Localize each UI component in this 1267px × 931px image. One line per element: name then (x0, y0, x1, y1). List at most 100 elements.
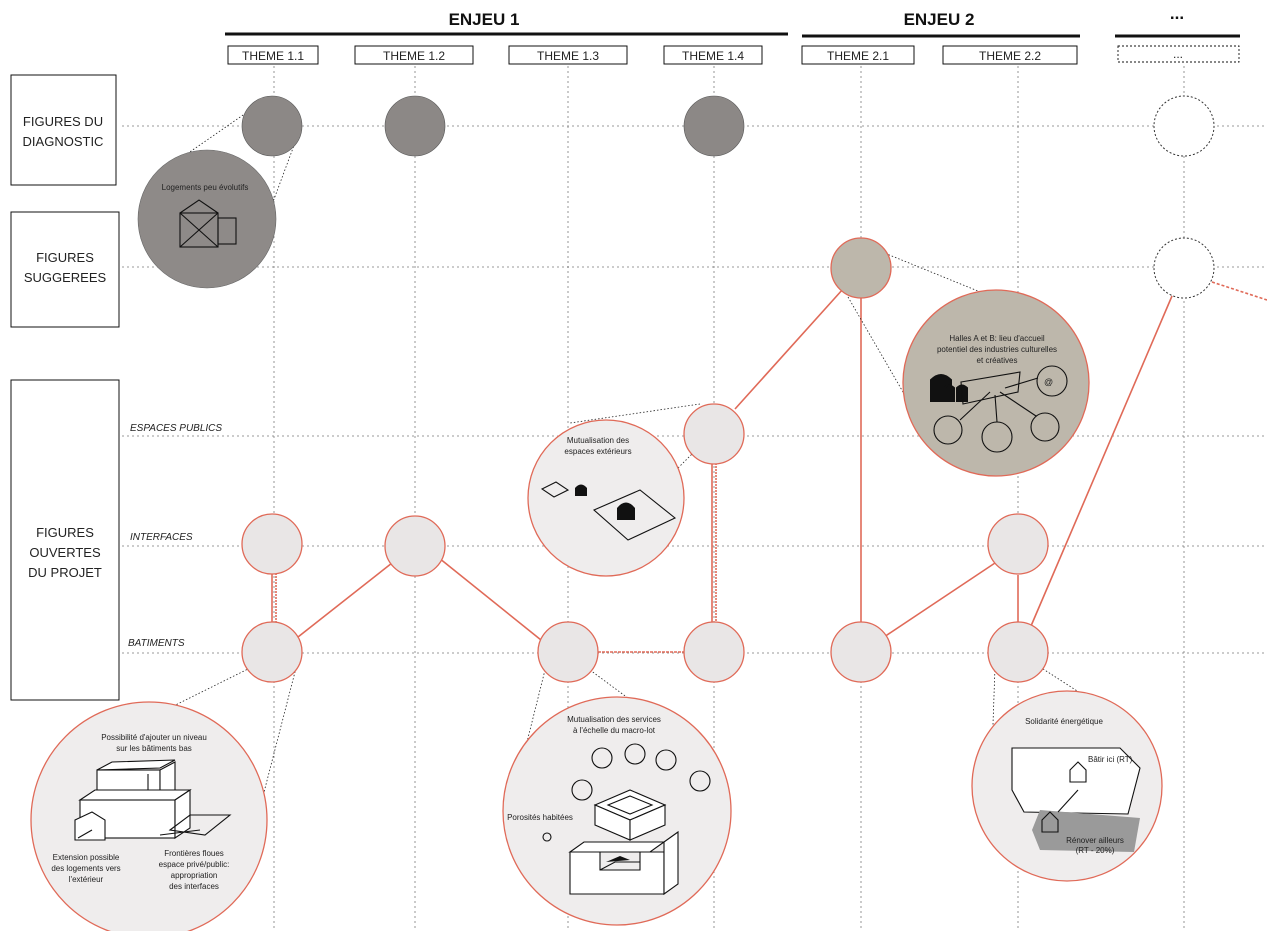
bubble-extension-line1: Extension possible (53, 853, 120, 862)
court-tent-icon (540, 481, 677, 541)
theme-1-1-label: THEME 1.1 (242, 49, 304, 63)
sublevel-labels: ESPACES PUBLICS INTERFACES BATIMENTS (128, 423, 222, 649)
bubble-halles-line3: et créatives (977, 356, 1018, 365)
bubble-mutualisation-exterieurs: Mutualisation des espaces extérieurs (527, 419, 685, 577)
leader-niveau-b (261, 667, 297, 801)
node-batiments-1-1[interactable] (241, 621, 303, 683)
bubble-logements-circle (137, 149, 277, 289)
porosity-sketch (542, 830, 679, 896)
bubble-frontieres-line1: Frontières floues (164, 849, 224, 858)
row-ouvertes-line2: OUVERTES (29, 545, 101, 560)
theme-2-2-box (942, 45, 1078, 65)
connections (271, 281, 1267, 653)
row-ouvertes-line3: DU PROJET (28, 565, 102, 580)
row-labels: FIGURES DU DIAGNOSTIC FIGURES SUGGEREES … (10, 74, 120, 701)
leader-mutualisation-a (569, 403, 701, 424)
node-diagnostic-1-1[interactable] (241, 95, 303, 157)
bubble-halles: Halles A et B: lieu d'accueil potentiel … (902, 289, 1090, 477)
node-batiments-2-1[interactable] (830, 621, 892, 683)
halles-building-icon (930, 371, 1021, 405)
bubble-mutualisation-line2: espaces extérieurs (564, 447, 631, 456)
bubble-extension-line3: l'extérieur (69, 875, 104, 884)
theme-headers: THEME 1.1 THEME 1.2 THEME 1.3 THEME 1.4 … (227, 45, 1240, 65)
sublevel-espaces-publics: ESPACES PUBLICS (130, 423, 222, 434)
building-extension-sketch (74, 759, 232, 841)
bubble-niveau: Possibilité d'ajouter un niveau sur les … (30, 701, 268, 931)
enjeu-1-label: ENJEU 1 (449, 10, 520, 29)
theme-2-1-box (801, 45, 915, 65)
bubble-porosites: Porosités habitées (507, 813, 573, 822)
row-suggerees-box (10, 211, 120, 328)
bubble-solidarite: Solidarité énergétique Bâtir ici (RT) Ré… (971, 690, 1163, 882)
bubble-mutualisation-circle (527, 419, 685, 577)
bubble-logements: Logements peu évolutifs (137, 149, 277, 289)
theme-1-4-box (663, 45, 763, 65)
leader-logements-a (157, 112, 247, 175)
row-suggerees-line1: FIGURES (36, 250, 94, 265)
link-t12-t13 (438, 557, 542, 641)
bubble-mutualisation-line1: Mutualisation des (567, 436, 629, 445)
bubble-halles-line2: potentiel des industries culturelles (937, 345, 1057, 354)
link-t3-out (1211, 281, 1267, 301)
link-t14-t21 (734, 288, 844, 410)
row-ouvertes-line1: FIGURES (36, 525, 94, 540)
bubble-services: Mutualisation des services à l'échelle d… (502, 696, 732, 926)
bubble-renover-line2: (RT - 20%) (1076, 846, 1115, 855)
node-suggested-2-1[interactable] (830, 237, 892, 299)
bubble-frontieres-line3: appropriation (171, 871, 218, 880)
node-espaces-1-4[interactable] (683, 403, 745, 465)
row-diagnostic-line2: DIAGNOSTIC (23, 134, 104, 149)
bubble-niveau-line1: Possibilité d'ajouter un niveau (101, 733, 207, 742)
services-icons (571, 743, 711, 841)
enjeu-3-label: ... (1170, 4, 1184, 23)
bubble-extension-line2: des logements vers (51, 864, 120, 873)
row-diagnostic-line1: FIGURES DU (23, 114, 103, 129)
theme-1-1-box (227, 45, 319, 65)
node-interfaces-1-2[interactable] (384, 515, 446, 577)
node-diagnostic-1-2[interactable] (384, 95, 446, 157)
theme-2-1-label: THEME 2.1 (827, 49, 889, 63)
bubble-halles-circle (902, 289, 1090, 477)
theme-3-box (1117, 45, 1240, 63)
node-batiments-1-3[interactable] (537, 621, 599, 683)
theme-3-label: ... (1173, 47, 1183, 61)
bubble-logements-text: Logements peu évolutifs (162, 183, 249, 192)
theme-1-2-label: THEME 1.2 (383, 49, 445, 63)
bubble-frontieres-line2: espace privé/public: (159, 860, 230, 869)
node-batiments-2-2[interactable] (987, 621, 1049, 683)
link-t11-t12 (297, 562, 393, 638)
node-batiments-1-4[interactable] (683, 621, 745, 683)
link-t21-t22 (883, 562, 996, 638)
crossed-house-icon (179, 199, 237, 248)
svg-text:@: @ (1044, 377, 1053, 387)
theme-2-2-label: THEME 2.2 (979, 49, 1041, 63)
bubble-frontieres-line4: des interfaces (169, 882, 219, 891)
creative-industries-icons: @ (933, 365, 1068, 453)
row-ouvertes-box (10, 379, 120, 701)
node-suggested-3[interactable] (1153, 237, 1215, 299)
bubble-renover-line1: Rénover ailleurs (1066, 836, 1124, 845)
row-suggerees-line2: SUGGEREES (24, 270, 107, 285)
theme-1-2-box (354, 45, 474, 65)
bubble-services-line2: à l'échelle du macro-lot (573, 726, 656, 735)
bubble-solidarite-title: Solidarité énergétique (1025, 717, 1103, 726)
node-diagnostic-3[interactable] (1153, 95, 1215, 157)
node-interfaces-1-1[interactable] (241, 513, 303, 575)
link-t22-t3 (1030, 295, 1173, 627)
theme-1-3-box (508, 45, 628, 65)
sublevel-interfaces: INTERFACES (130, 532, 193, 543)
node-diagnostic-1-4[interactable] (683, 95, 745, 157)
theme-1-4-label: THEME 1.4 (682, 49, 744, 63)
bubble-batir-ici: Bâtir ici (RT) (1088, 755, 1133, 764)
bubble-niveau-line2: sur les bâtiments bas (116, 744, 192, 753)
leader-halles-b (847, 296, 926, 431)
enjeux-header: ENJEU 1 ENJEU 2 ... (225, 4, 1240, 38)
bubble-halles-line1: Halles A et B: lieu d'accueil (949, 334, 1045, 343)
energy-map-sketch (1011, 747, 1141, 852)
nodes (241, 95, 1215, 683)
bubble-services-line1: Mutualisation des services (567, 715, 661, 724)
row-diagnostic-box (10, 74, 117, 186)
enjeu-2-label: ENJEU 2 (904, 10, 975, 29)
node-interfaces-2-2[interactable] (987, 513, 1049, 575)
